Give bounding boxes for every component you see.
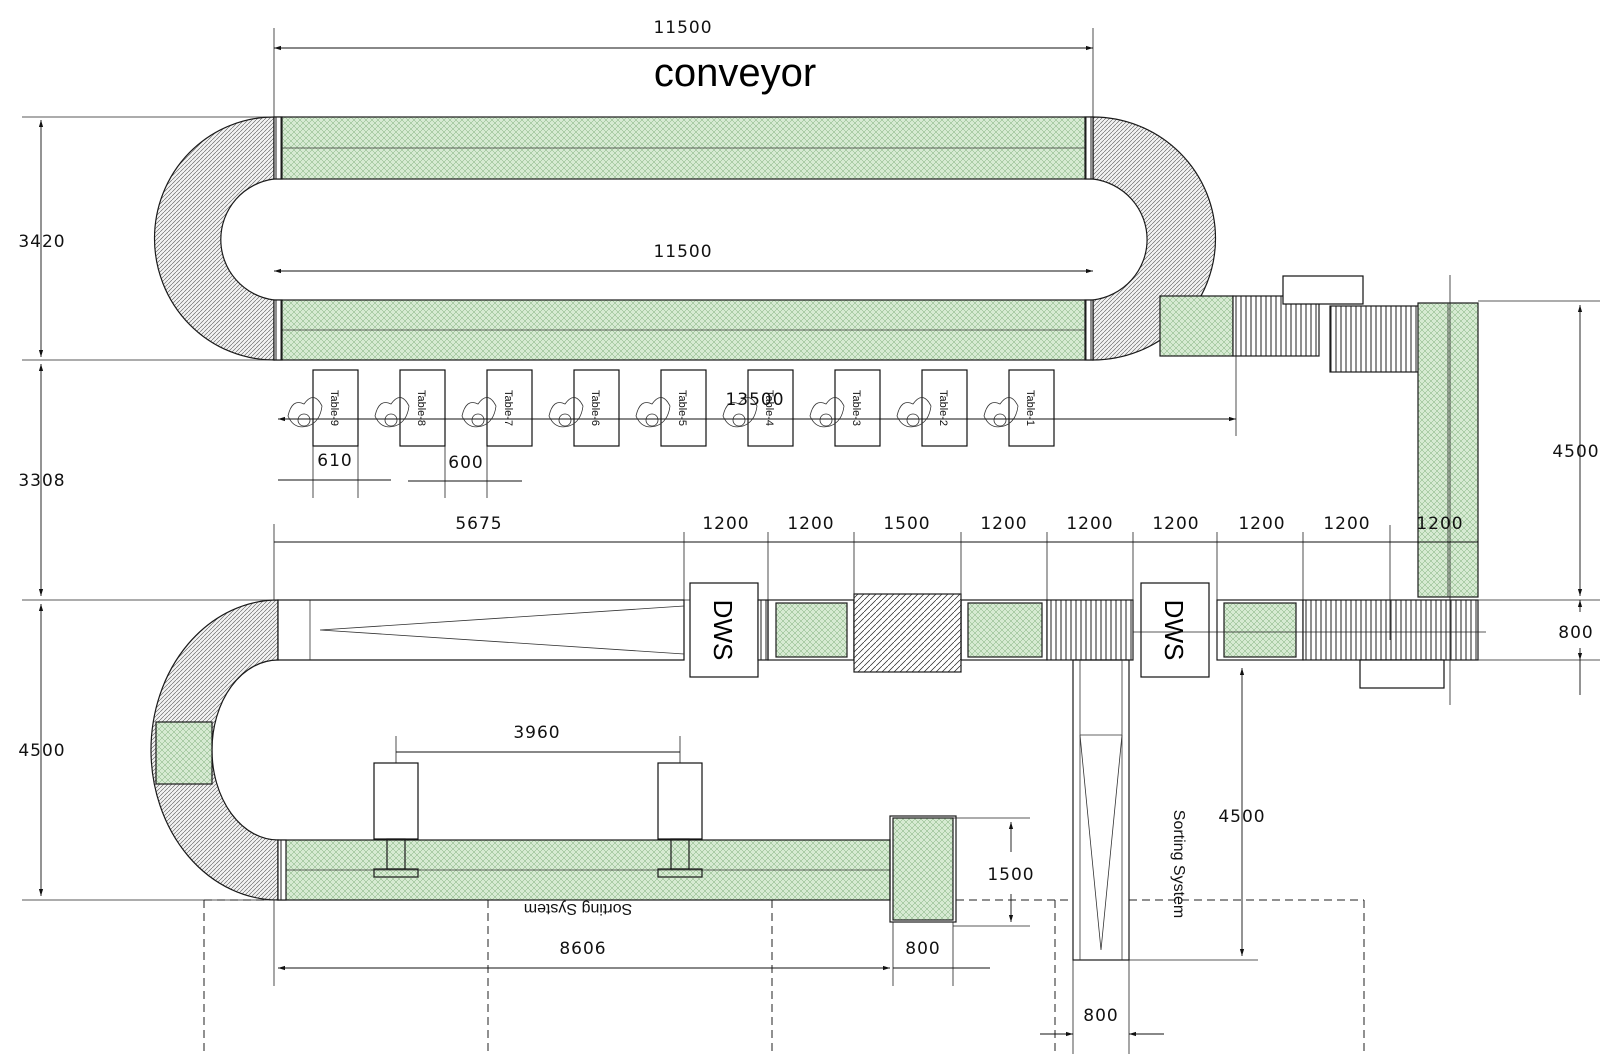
table-5: Table-5 <box>635 369 707 447</box>
main-line: DWS DWS <box>150 582 1486 961</box>
svg-text:Table-7: Table-7 <box>502 390 514 426</box>
dim-inner-length: 11500 <box>653 242 712 262</box>
dim-line-width: 800 <box>1558 623 1593 643</box>
table-9: Table-9 <box>287 369 359 447</box>
dim-seg-f: 1200 <box>1152 514 1199 534</box>
table-8: Table-8 <box>374 369 446 447</box>
sorting-chutes <box>203 899 1365 1054</box>
dim-table-width: 610 <box>317 451 352 471</box>
dws-2-label: DWS <box>1159 600 1189 661</box>
dimensions: 11500 11500 3420 3308 4500 13500 610 600 <box>18 18 1600 1054</box>
svg-text:Table-5: Table-5 <box>676 390 688 426</box>
top-loop <box>153 116 1421 373</box>
sorting-label-vertical: Sorting System <box>1170 810 1187 918</box>
dim-seg-i: 1200 <box>1416 514 1463 534</box>
dim-table-gap: 600 <box>448 453 483 473</box>
dws-2 <box>1140 582 1210 678</box>
svg-text:Table-6: Table-6 <box>589 390 601 426</box>
dim-seg-h: 1200 <box>1323 514 1370 534</box>
dim-seg-d: 1200 <box>980 514 1027 534</box>
dim-sorter-width: 800 <box>1083 1006 1118 1026</box>
dim-end-width: 800 <box>905 939 940 959</box>
dim-seg-g: 1200 <box>1238 514 1285 534</box>
dim-lift-spacing: 3960 <box>513 723 560 743</box>
table-1: Table-1 <box>983 369 1055 447</box>
dim-end-height: 1500 <box>987 865 1034 885</box>
top-loop-left-curve <box>153 116 275 361</box>
table-7: Table-7 <box>461 369 533 447</box>
dim-right-height: 4500 <box>1552 442 1599 462</box>
dim-table-span: 13500 <box>725 390 784 410</box>
dim-top-length: 11500 <box>653 18 712 38</box>
dim-seg-b: 1200 <box>787 514 834 534</box>
dim-middle-height: 3308 <box>18 471 65 491</box>
bottom-line: Sorting System <box>277 762 957 923</box>
dim-loop-height: 3420 <box>18 232 65 252</box>
table-6: Table-6 <box>548 369 620 447</box>
dim-seg-e: 1200 <box>1066 514 1113 534</box>
dws-1-label: DWS <box>708 600 738 661</box>
svg-text:Table-3: Table-3 <box>850 390 862 426</box>
table-2: Table-2 <box>896 369 968 447</box>
svg-text:Table-8: Table-8 <box>415 390 427 426</box>
svg-text:Table-9: Table-9 <box>328 390 340 426</box>
svg-text:Table-1: Table-1 <box>1024 390 1036 426</box>
dim-seg-a: 1200 <box>702 514 749 534</box>
dim-lower-height: 4500 <box>18 741 65 761</box>
dim-seg-5675: 5675 <box>455 514 502 534</box>
svg-text:Table-2: Table-2 <box>937 390 949 426</box>
table-3: Table-3 <box>809 369 881 447</box>
work-tables: Table-9 Table-8 Table-7 Table-6 Table-5 <box>287 369 1055 447</box>
dim-sorter-height: 4500 <box>1218 807 1265 827</box>
dim-seg-c: 1500 <box>883 514 930 534</box>
sorting-label-bottom: Sorting System <box>524 900 632 917</box>
dim-bottom-length: 8606 <box>559 939 606 959</box>
lower-loop-left-curve <box>150 599 279 901</box>
dws-1 <box>689 582 759 678</box>
title-conveyor: conveyor <box>654 51 816 95</box>
right-vertical-conveyor <box>1417 302 1479 598</box>
